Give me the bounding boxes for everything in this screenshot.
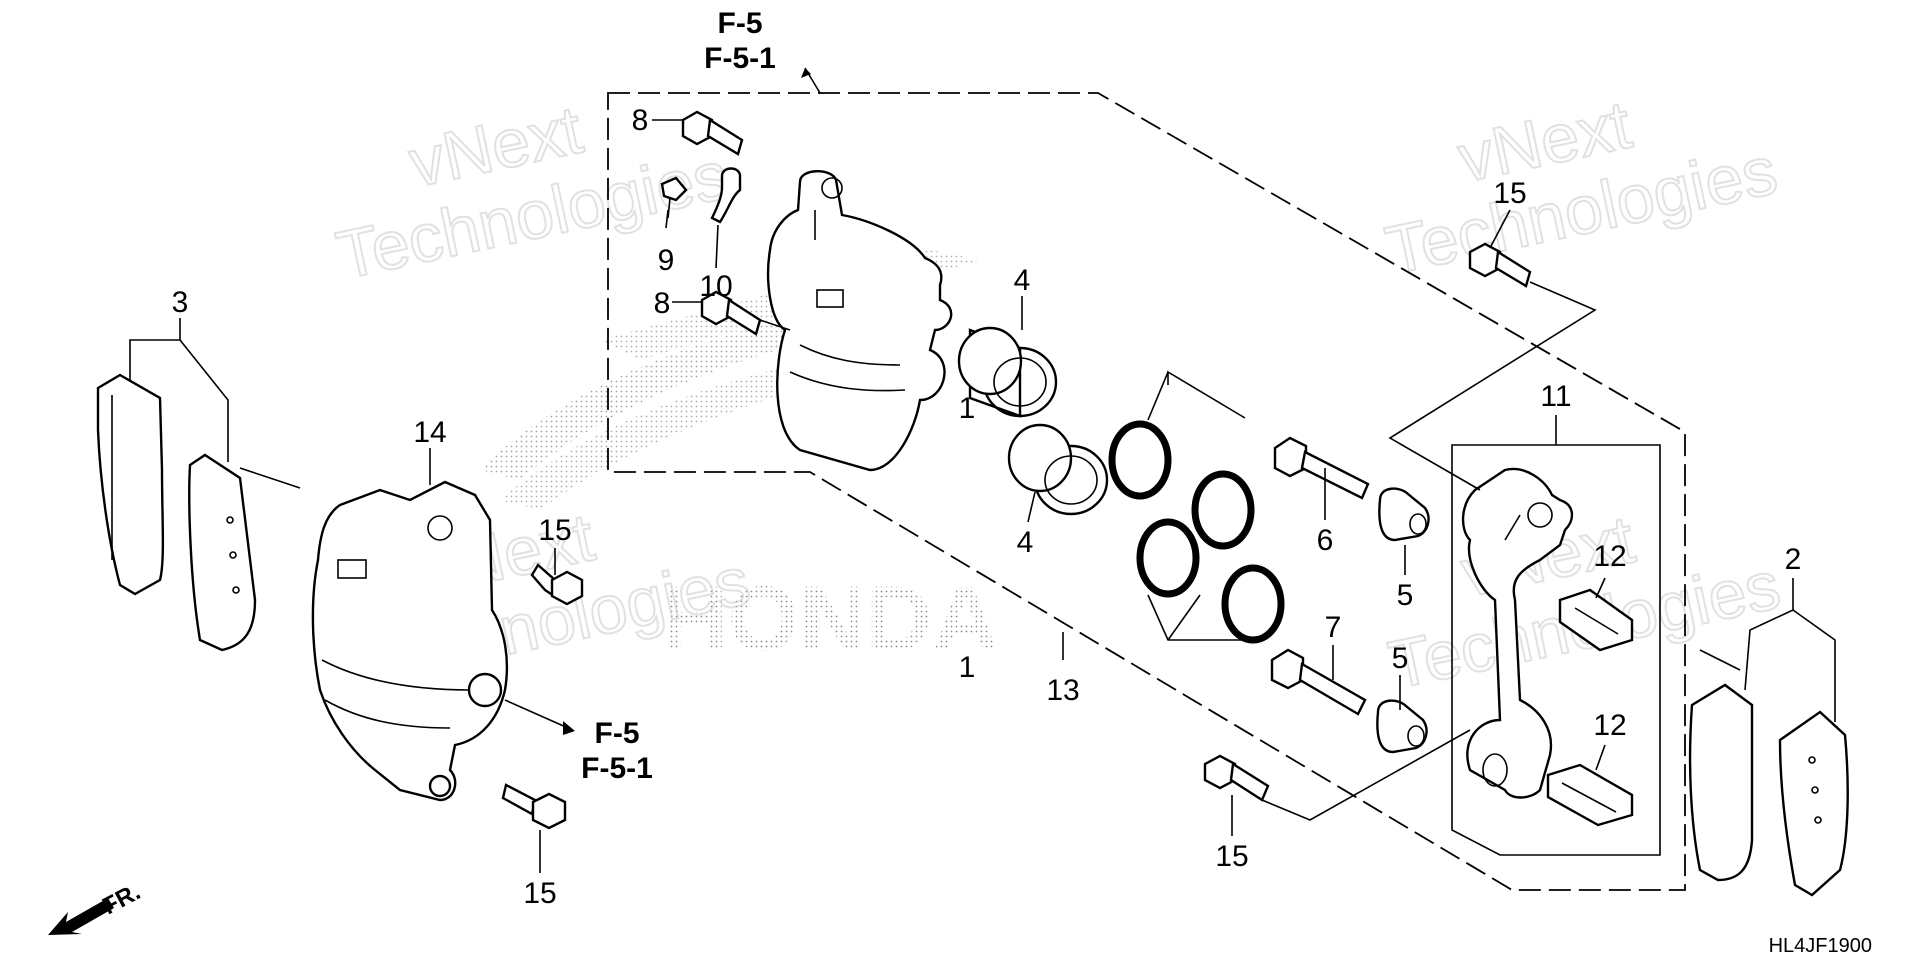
- callout-7: 7: [1325, 611, 1342, 644]
- callout-1-upper: 1: [959, 392, 976, 425]
- caliper-bracket-11: [1461, 467, 1574, 799]
- brand-lettering: HONDA: [661, 568, 998, 670]
- callout-12-upper: 12: [1593, 540, 1626, 573]
- callout-4-upper: 4: [1014, 264, 1031, 297]
- callouts: 1 1 2 3 4 4 5 5 6 7 8 8 9 10 11 12 12 13…: [172, 104, 1802, 910]
- caliper-body-upper: [766, 170, 953, 472]
- ref-top: F-5 F-5-1: [704, 7, 776, 75]
- callout-6: 6: [1317, 524, 1334, 557]
- watermark-right: vNext Technologies: [1378, 86, 1784, 291]
- callout-8-upper: 8: [632, 104, 649, 137]
- brake-pads-2: [1688, 649, 1849, 897]
- slide-pin-6: [1273, 436, 1370, 500]
- callout-11: 11: [1540, 380, 1571, 413]
- callout-8-lower: 8: [654, 287, 671, 320]
- ref-mid-line2: F-5-1: [581, 752, 653, 785]
- ref-top-line2: F-5-1: [704, 42, 776, 75]
- callout-9: 9: [658, 244, 675, 277]
- bolt-15-upper-left: [530, 563, 584, 606]
- callout-1-lower: 1: [959, 651, 976, 684]
- piston-seals-1: [1108, 420, 1285, 644]
- pin-boot-5-lower: [1376, 699, 1428, 754]
- bolt-8-lower: [700, 290, 762, 336]
- callout-12-lower: 12: [1593, 709, 1626, 742]
- pin-boot-5-upper: [1378, 487, 1430, 542]
- callout-4-lower: 4: [1017, 526, 1034, 559]
- watermark-lower-right: vNext Technologies: [1381, 500, 1787, 705]
- bleeder-screw-9: [660, 176, 688, 219]
- bolt-15-lower-left: [501, 783, 567, 830]
- front-arrow-icon: [48, 898, 114, 935]
- callout-15-upper-left: 15: [538, 514, 571, 547]
- slide-pin-7: [1270, 648, 1367, 716]
- assembly-11-boundary: [1451, 444, 1661, 856]
- ref-mid-line1: F-5: [595, 717, 640, 750]
- bolt-8-upper: [681, 110, 744, 156]
- callout-15-upper-right: 15: [1493, 177, 1526, 210]
- bleeder-cap-10: [710, 167, 742, 224]
- callout-14: 14: [413, 416, 446, 449]
- front-direction-marker: FR.: [48, 878, 145, 935]
- pad-retainer-12-upper: [1558, 588, 1634, 652]
- leader-lines: [129, 67, 1836, 873]
- callout-15-lower-left: 15: [523, 877, 556, 910]
- callout-15-lower-right: 15: [1215, 840, 1248, 873]
- diagram-code: HL4JF1900: [1769, 935, 1872, 957]
- callout-10: 10: [699, 270, 732, 303]
- piston-4-lower: [1007, 423, 1109, 516]
- callout-13: 13: [1046, 674, 1079, 707]
- piston-4-upper: [957, 326, 1058, 418]
- callout-3: 3: [172, 286, 189, 319]
- brake-pads-3: [96, 373, 301, 652]
- pad-retainer-12-lower: [1546, 763, 1634, 827]
- callout-5-lower: 5: [1392, 642, 1409, 675]
- front-label: FR.: [98, 878, 145, 920]
- assembly-13-boundary: [607, 92, 1686, 891]
- callout-2: 2: [1785, 543, 1802, 576]
- bolt-15-lower-right: [1203, 754, 1270, 802]
- ref-top-line1: F-5: [718, 7, 763, 40]
- caliper-assembly-14: [311, 480, 509, 802]
- ref-mid: F-5 F-5-1: [581, 717, 653, 785]
- bolt-15-upper-right: [1468, 242, 1532, 288]
- callout-5-upper: 5: [1397, 579, 1414, 612]
